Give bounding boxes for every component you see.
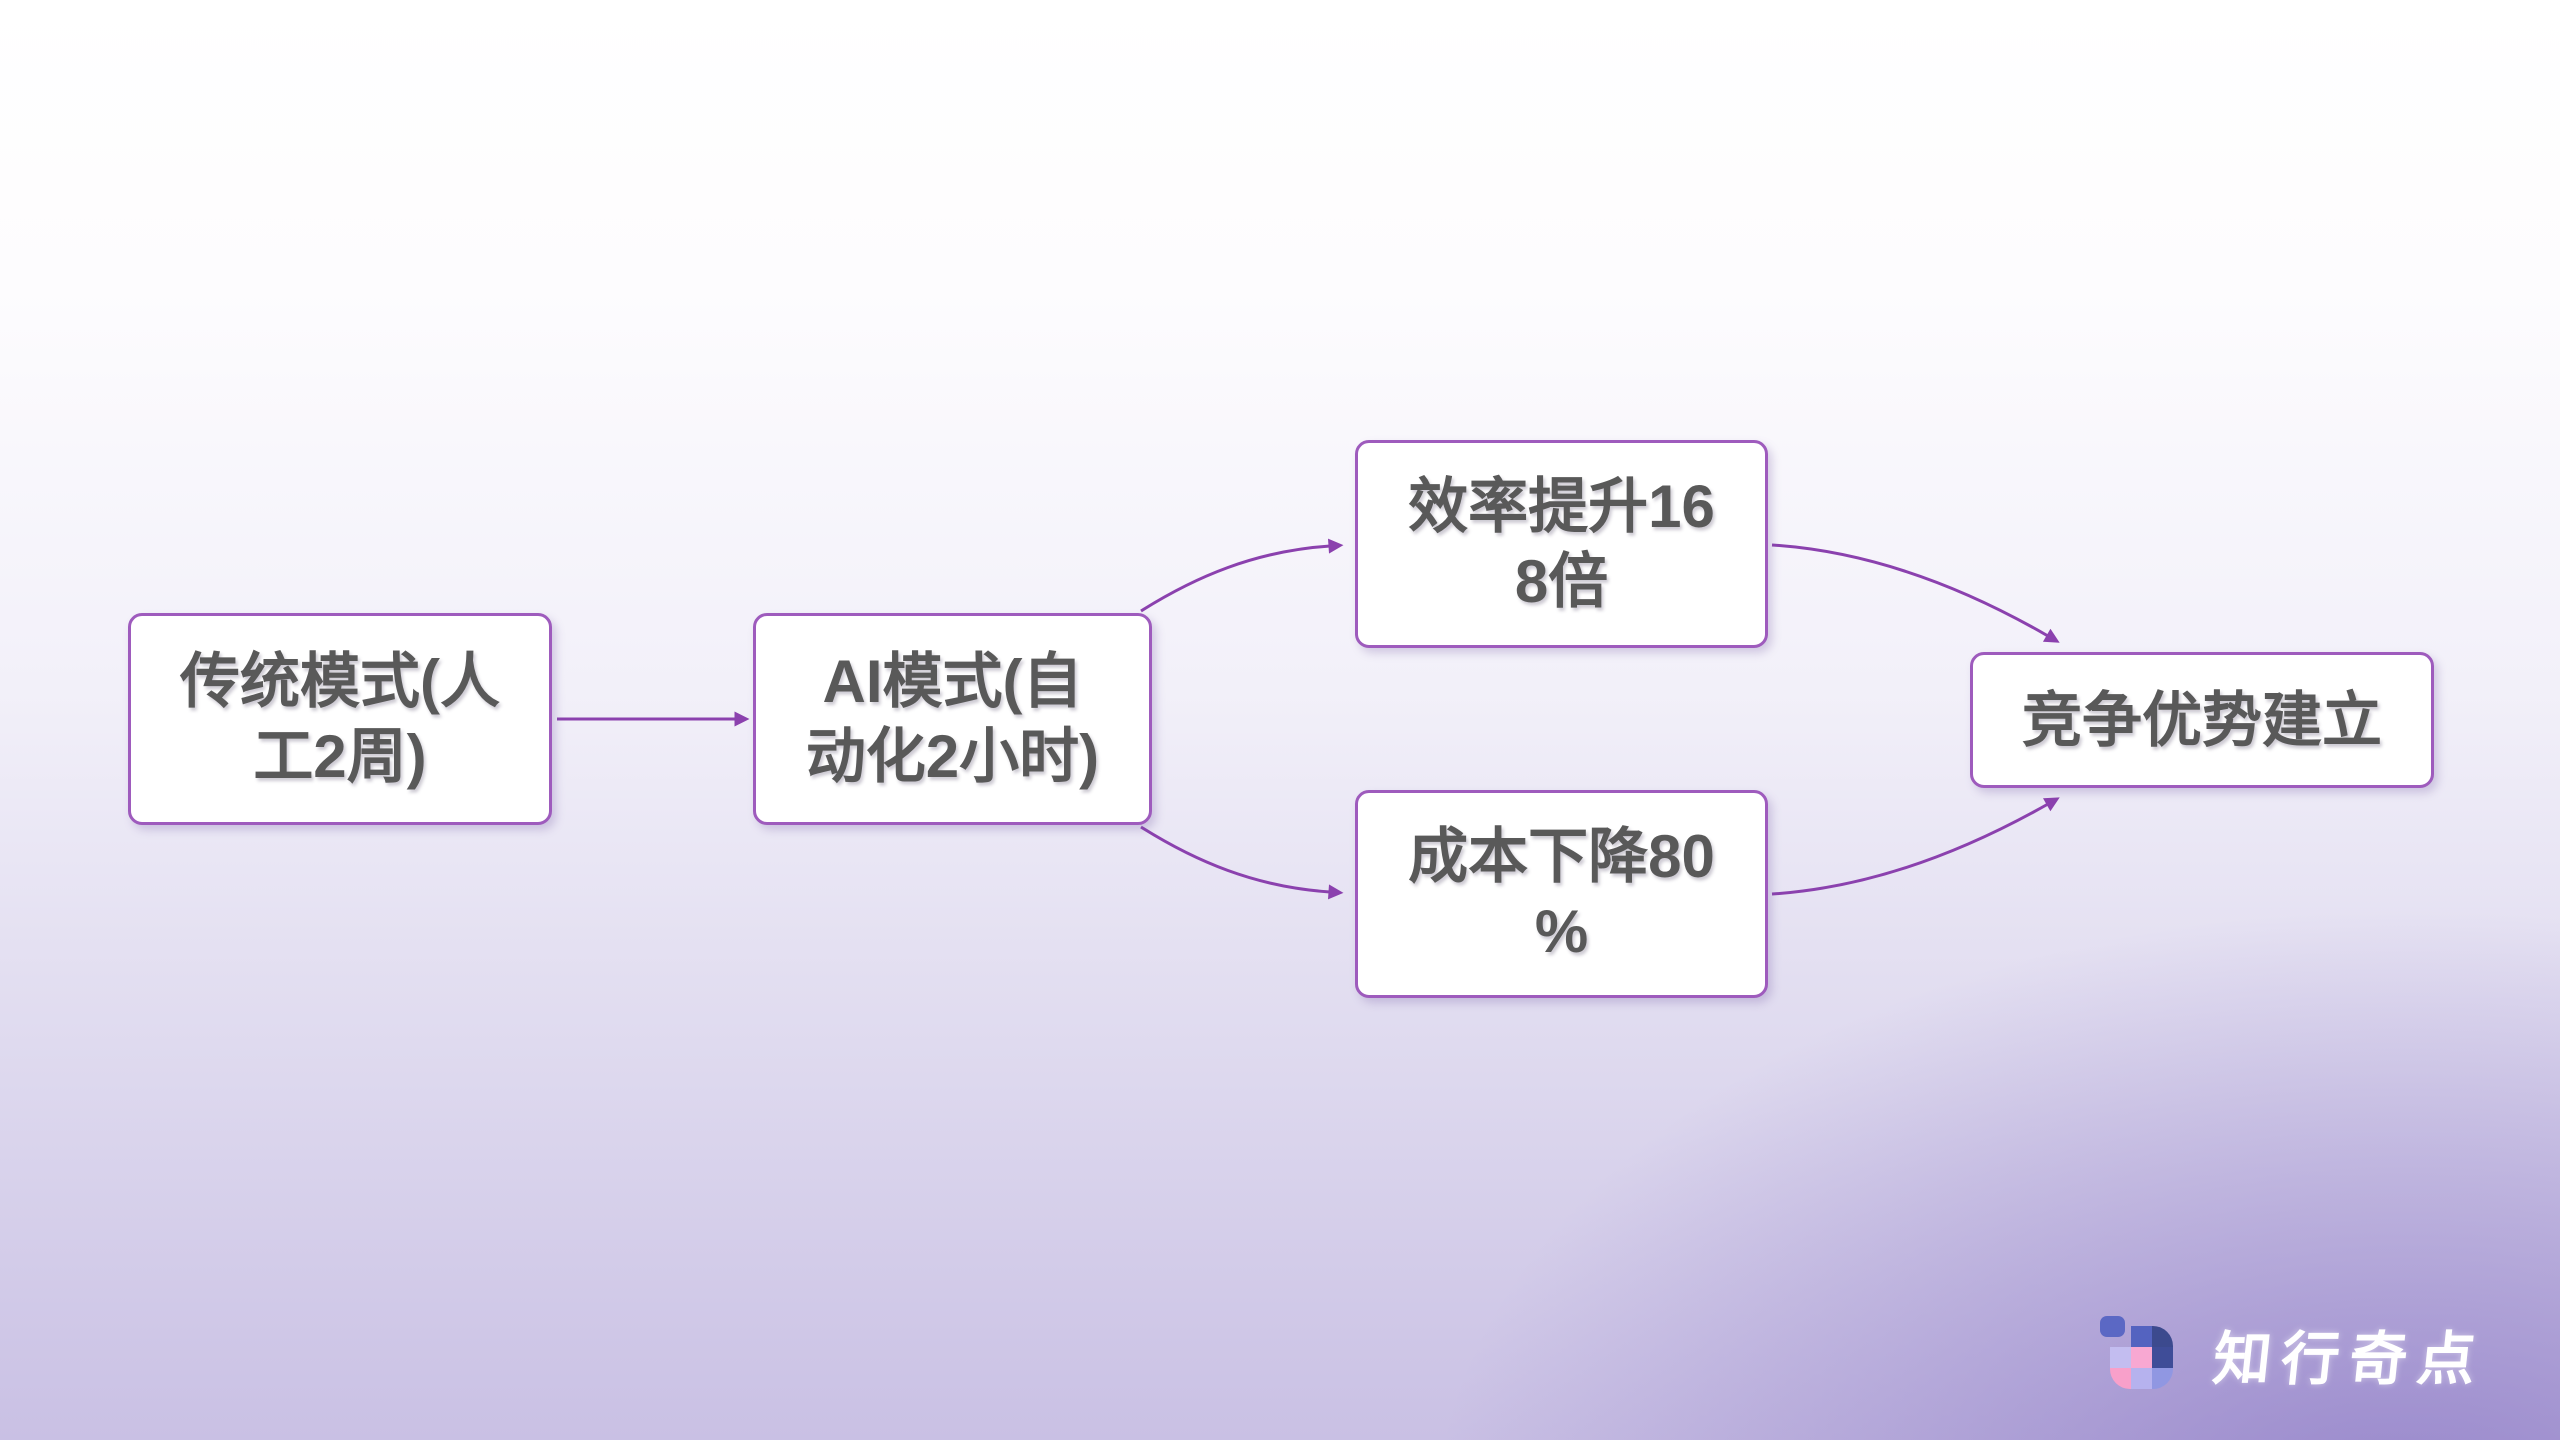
logo-cell-navy2 xyxy=(2152,1347,2173,1368)
edge-cost-to-advantage xyxy=(1771,797,2060,896)
mosaic-grid-icon xyxy=(2100,1316,2174,1392)
node-cost-reduction: 成本下降80 % xyxy=(1355,790,1768,998)
edge-efficiency-to-advantage xyxy=(1771,543,2060,643)
edge-ai-to-cost xyxy=(1140,825,1344,900)
edge-ai-to-efficiency xyxy=(1140,538,1344,613)
logo-mosaic-grid xyxy=(2110,1326,2173,1389)
brand-name: 知行奇点 xyxy=(2210,1327,2489,1392)
logo-chip-square xyxy=(2100,1316,2125,1337)
logo-cell-periwinkle2 xyxy=(2152,1368,2173,1389)
logo-cell-navy xyxy=(2152,1326,2173,1347)
logo-cell-pink2 xyxy=(2110,1368,2131,1389)
logo-cell-indigo xyxy=(2131,1326,2152,1347)
node-competitive-advantage: 竞争优势建立 xyxy=(1970,652,2434,788)
logo-cell-lavender xyxy=(2110,1347,2131,1368)
brand-logo: 知行奇点 xyxy=(2100,1312,2489,1396)
node-traditional-mode: 传统模式(人 工2周) xyxy=(128,613,552,825)
logo-cell-pink xyxy=(2131,1347,2152,1368)
logo-cell-periwinkle xyxy=(2131,1368,2152,1389)
logo-cell-empty xyxy=(2110,1326,2131,1347)
node-ai-mode: AI模式(自 动化2小时) xyxy=(753,613,1152,825)
node-efficiency-gain: 效率提升16 8倍 xyxy=(1355,440,1768,648)
